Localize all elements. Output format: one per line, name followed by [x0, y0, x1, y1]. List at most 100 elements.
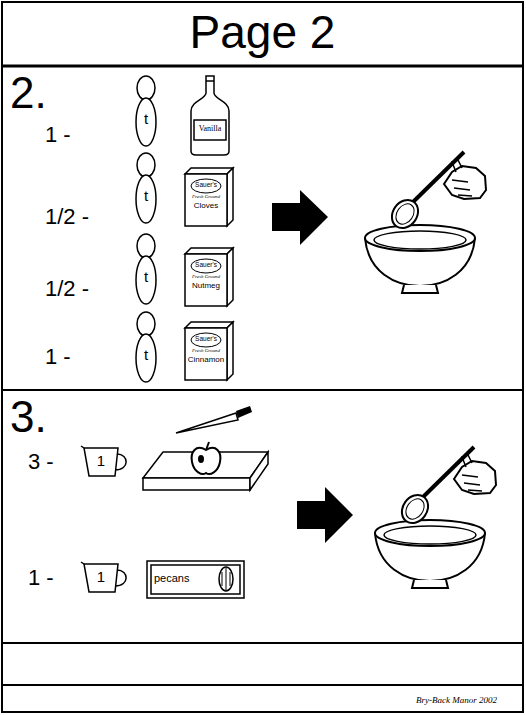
step-number: 3. — [10, 392, 47, 443]
bowl-base — [402, 285, 438, 293]
bottle-body — [191, 76, 229, 155]
board-front — [143, 478, 250, 490]
board-side — [250, 452, 268, 490]
cup-body — [84, 448, 118, 476]
bowl-rim — [375, 520, 485, 546]
unit-letter: t — [135, 346, 157, 363]
unit-letter: t — [135, 187, 157, 204]
spoon-bowl-oval — [136, 256, 156, 304]
quantity-label: 1 - — [45, 344, 71, 369]
mixing-bowl-with-spoon — [375, 447, 496, 588]
brand-oval — [191, 179, 221, 193]
bottle-label — [194, 120, 226, 140]
spice-box: Sauer'sFresh GroundNutmeg — [185, 248, 233, 306]
cup-spout — [81, 562, 84, 564]
box-side — [227, 168, 233, 226]
unit-letter: t — [135, 110, 157, 127]
brand-oval — [191, 333, 221, 347]
apple-body — [192, 448, 221, 474]
pecan-ridges — [222, 568, 230, 590]
box-side — [227, 248, 233, 306]
package-label: pecans — [154, 572, 189, 585]
mixing-bowl-with-spoon — [365, 152, 486, 293]
bowl-inner — [374, 231, 466, 249]
vanilla-bottle: Vanilla — [189, 75, 231, 155]
bottle-label-text: Vanilla — [193, 124, 227, 133]
box-top — [185, 322, 233, 328]
quantity-label: 1/2 - — [45, 204, 89, 229]
spice-label: Fresh Ground — [185, 194, 227, 200]
spice-label: Sauer's — [191, 261, 221, 268]
spoon-bowl — [392, 200, 418, 227]
spoon-bowl-oval — [136, 334, 156, 382]
spoon-handle-oval — [137, 76, 155, 100]
bottle-cap-line — [206, 80, 214, 82]
divider-line — [2, 684, 523, 686]
measuring-cup: 1 — [80, 445, 130, 477]
spice-label: Sauer's — [191, 335, 221, 342]
bowl-rim — [365, 225, 475, 251]
spoon-bowl — [387, 195, 424, 233]
spoon-bowl-oval — [136, 175, 156, 223]
package-inner — [151, 565, 240, 594]
hand-fingers — [462, 455, 482, 491]
pecan-package: pecans — [146, 560, 246, 600]
teaspoon: t — [135, 152, 157, 224]
apple — [192, 442, 221, 474]
knife-blade — [176, 413, 238, 433]
hand — [444, 166, 486, 199]
quantity-label: 1 - — [28, 565, 54, 590]
spice-label: Cloves — [185, 201, 227, 210]
spice-box: Sauer'sFresh GroundCloves — [185, 168, 233, 226]
divider-line — [2, 642, 523, 644]
measuring-cup: 1 — [80, 561, 130, 593]
box-front — [185, 328, 227, 380]
quantity-label: 3 - — [28, 449, 54, 474]
cup-amount: 1 — [86, 452, 116, 469]
quantity-label: 1/2 - — [45, 276, 89, 301]
spoon-handle-oval — [137, 312, 155, 336]
pecan-nut — [219, 567, 233, 591]
box-side — [227, 322, 233, 380]
unit-letter: t — [135, 268, 157, 285]
box-top — [185, 168, 233, 174]
teaspoon: t — [135, 75, 157, 147]
teaspoon: t — [135, 311, 157, 383]
step-panel: 3. 1 1 pecans — [2, 390, 523, 643]
apple-shine — [198, 455, 204, 463]
knife-handle — [236, 406, 252, 418]
spice-label: Fresh Ground — [185, 348, 227, 354]
spice-label: Fresh Ground — [185, 274, 227, 280]
spice-label: Nutmeg — [185, 281, 227, 290]
cup-body — [84, 564, 118, 592]
box-top — [185, 248, 233, 254]
bowl-inner — [384, 526, 476, 544]
spice-label: Sauer's — [191, 181, 221, 188]
spoon-bowl — [402, 495, 428, 522]
page-title: Page 2 — [2, 6, 523, 59]
quantity-label: 1 - — [45, 122, 71, 147]
box-front — [185, 174, 227, 226]
spoon-handle-oval — [137, 153, 155, 177]
package-outer — [147, 561, 244, 598]
bowl-base — [412, 580, 448, 588]
divider-line — [2, 389, 523, 391]
apple-stem — [206, 442, 209, 450]
cup-spout — [81, 446, 84, 448]
spoon-bowl-oval — [136, 98, 156, 146]
bottle-outline — [189, 75, 231, 155]
spice-label: Cinnamon — [185, 355, 227, 364]
hand-fingers — [452, 160, 472, 196]
brand-oval — [191, 259, 221, 273]
cup-amount: 1 — [86, 568, 116, 585]
block-arrow — [297, 487, 353, 543]
block-arrow — [272, 190, 328, 245]
step-number: 2. — [10, 68, 47, 119]
knife — [176, 406, 252, 433]
spoon-bowl — [397, 490, 434, 528]
spice-box: Sauer'sFresh GroundCinnamon — [185, 322, 233, 380]
hand — [454, 461, 496, 494]
